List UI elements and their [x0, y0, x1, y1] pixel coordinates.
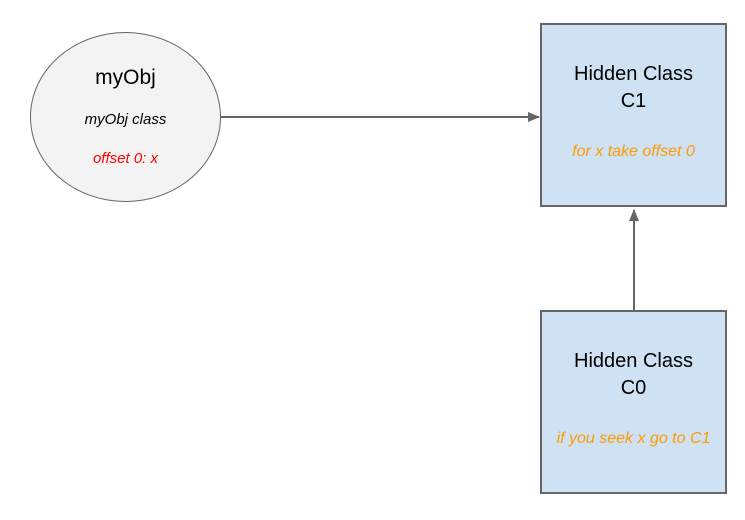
node-myobj[interactable]: myObj myObj class offset 0: x: [30, 32, 221, 202]
node-c1-note: for x take offset 0: [572, 143, 695, 160]
node-c1-title-line2: C1: [620, 90, 647, 112]
node-c0-title-line1: Hidden Class: [574, 350, 693, 372]
node-c1-title-line1: Hidden Class: [574, 63, 693, 85]
node-myobj-subtitle: myObj class: [84, 111, 167, 128]
node-hidden-class-c0[interactable]: Hidden Class C0 if you seek x go to C1: [540, 310, 727, 494]
node-c0-note: if you seek x go to C1: [556, 430, 711, 447]
node-myobj-title: myObj: [95, 66, 156, 89]
node-hidden-class-c1[interactable]: Hidden Class C1 for x take offset 0: [540, 23, 727, 207]
node-c0-title-line2: C0: [620, 377, 647, 399]
node-myobj-note: offset 0: x: [92, 150, 159, 167]
